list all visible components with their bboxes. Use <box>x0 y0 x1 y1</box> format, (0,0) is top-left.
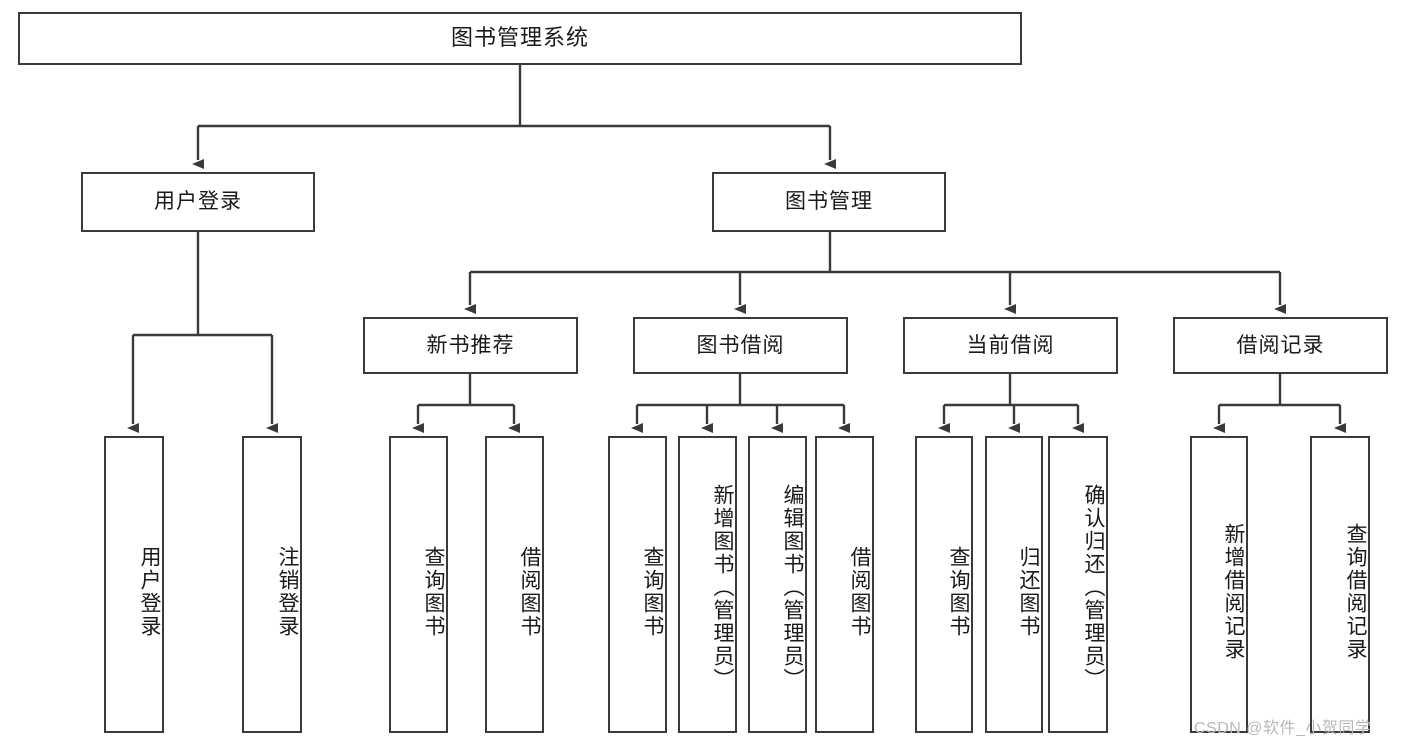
node-new-book-recommend-label: 新书推荐 <box>426 333 515 357</box>
node-leaf-user-login-label: 用户登录 <box>138 545 161 638</box>
csdn-watermark: CSDN @软件_小贺同学 <box>1194 720 1372 737</box>
node-leaf-borrow-book-1-label: 借阅图书 <box>518 545 541 638</box>
node-root[interactable]: 图书管理系统 <box>18 12 1022 65</box>
node-leaf-borrow-book-2[interactable]: 借阅图书 <box>815 436 874 733</box>
node-leaf-add-record-label: 新增借阅记录 <box>1222 522 1245 661</box>
node-leaf-user-login[interactable]: 用户登录 <box>104 436 164 733</box>
node-leaf-confirm-return[interactable]: 确认归还（管理员） <box>1048 436 1108 733</box>
node-leaf-add-book-label: 新增图书（管理员） <box>711 484 734 691</box>
node-root-label: 图书管理系统 <box>450 25 589 51</box>
node-current-borrow-label: 当前借阅 <box>966 333 1055 357</box>
node-leaf-edit-book-label: 编辑图书（管理员） <box>781 484 804 691</box>
node-leaf-return-book-label: 归还图书 <box>1017 545 1040 638</box>
node-book-borrow-label: 图书借阅 <box>696 333 785 357</box>
node-leaf-query-record-label: 查询借阅记录 <box>1344 522 1367 661</box>
node-leaf-borrow-book-2-label: 借阅图书 <box>848 545 871 638</box>
node-leaf-edit-book[interactable]: 编辑图书（管理员） <box>748 436 807 733</box>
node-leaf-query-book-2[interactable]: 查询图书 <box>608 436 667 733</box>
node-user-login-label: 用户登录 <box>154 190 242 214</box>
node-leaf-query-record[interactable]: 查询借阅记录 <box>1310 436 1370 733</box>
node-leaf-query-book-1-label: 查询图书 <box>422 545 445 638</box>
node-leaf-add-record[interactable]: 新增借阅记录 <box>1190 436 1248 733</box>
node-borrow-record[interactable]: 借阅记录 <box>1173 317 1388 374</box>
node-leaf-return-book[interactable]: 归还图书 <box>985 436 1043 733</box>
node-leaf-query-book-2-label: 查询图书 <box>641 545 664 638</box>
node-leaf-query-book-3-label: 查询图书 <box>947 545 970 638</box>
node-leaf-confirm-return-label: 确认归还（管理员） <box>1082 484 1105 691</box>
node-leaf-logout-login-label: 注销登录 <box>276 545 299 638</box>
node-user-login[interactable]: 用户登录 <box>81 172 315 232</box>
node-book-manage-label: 图书管理 <box>785 190 873 214</box>
node-current-borrow[interactable]: 当前借阅 <box>903 317 1118 374</box>
node-leaf-query-book-1[interactable]: 查询图书 <box>389 436 448 733</box>
node-book-manage[interactable]: 图书管理 <box>712 172 946 232</box>
node-leaf-borrow-book-1[interactable]: 借阅图书 <box>485 436 544 733</box>
node-borrow-record-label: 借阅记录 <box>1236 333 1325 357</box>
node-new-book-recommend[interactable]: 新书推荐 <box>363 317 578 374</box>
node-leaf-logout-login[interactable]: 注销登录 <box>242 436 302 733</box>
node-leaf-query-book-3[interactable]: 查询图书 <box>915 436 973 733</box>
node-book-borrow[interactable]: 图书借阅 <box>633 317 848 374</box>
node-leaf-add-book[interactable]: 新增图书（管理员） <box>678 436 737 733</box>
